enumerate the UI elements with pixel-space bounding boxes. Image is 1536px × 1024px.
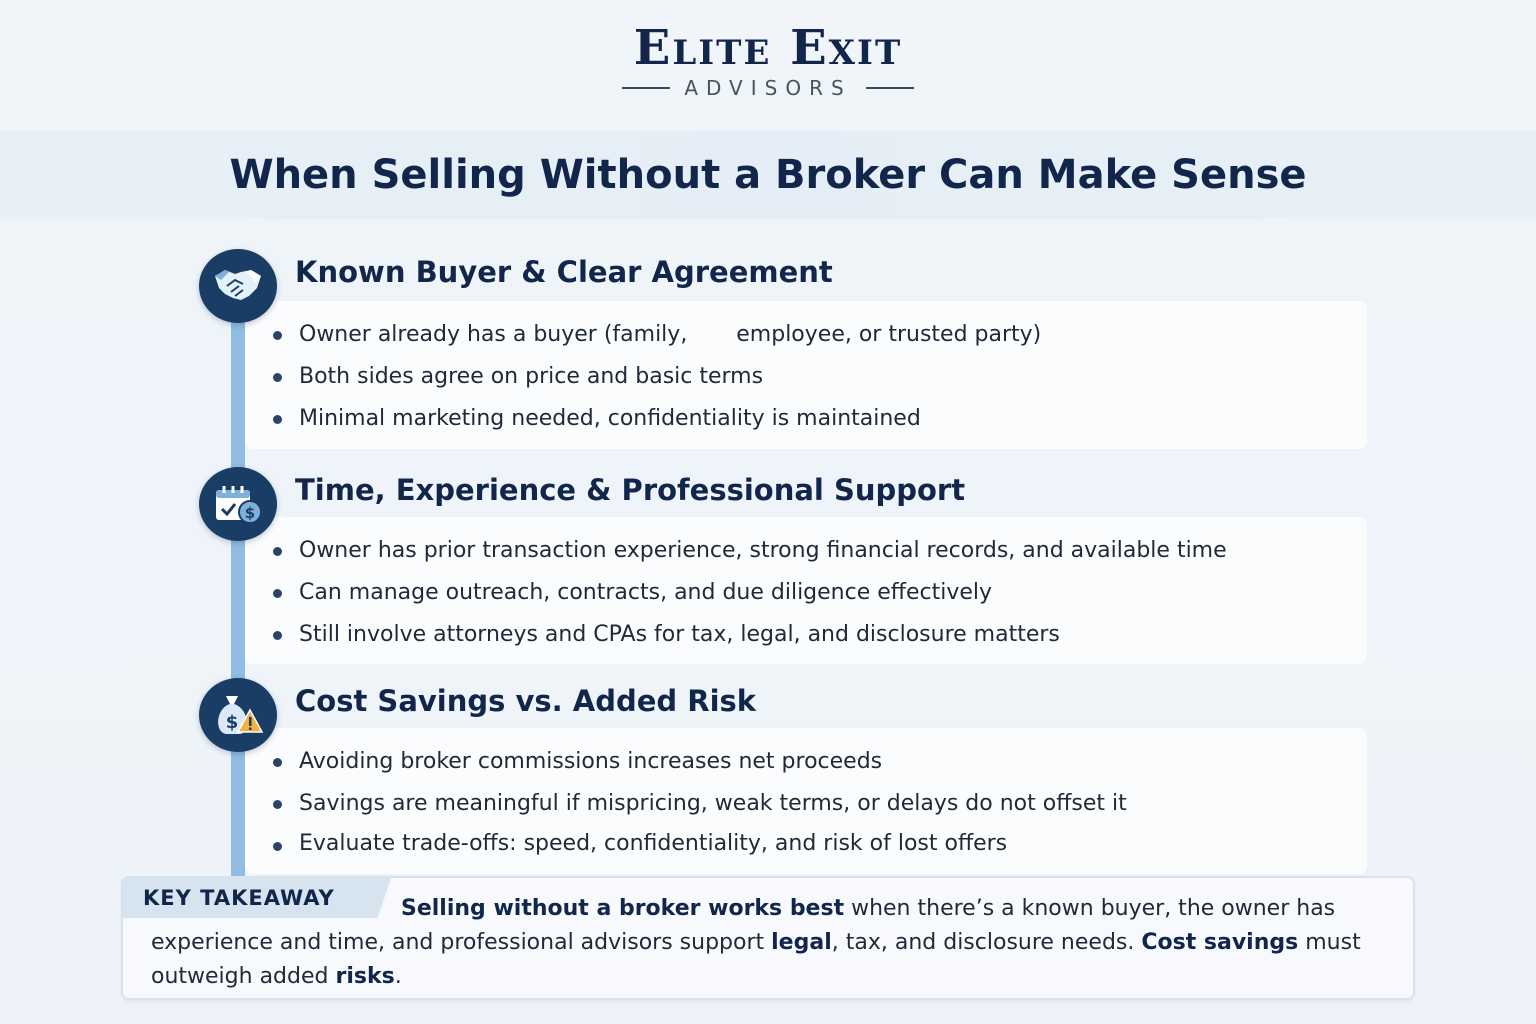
- takeaway-text-part: when there’s a known buyer, the owner ha…: [151, 896, 1336, 955]
- svg-text:$: $: [245, 504, 255, 522]
- logo-main-text: Elite Exit: [633, 20, 903, 76]
- money-bag-warning-icon: $: [199, 678, 277, 752]
- takeaway-bold: Cost savings: [1141, 930, 1299, 955]
- logo-sub-text: ADVISORS: [684, 76, 852, 100]
- section-card: Owner already has a buyer (family, emplo…: [245, 301, 1367, 449]
- key-takeaway-text: Selling without a broker works best when…: [151, 892, 1401, 994]
- handshake-icon: [199, 249, 277, 323]
- takeaway-text-part: .: [394, 964, 402, 989]
- bullet-item: Minimal marketing needed, confidentialit…: [273, 399, 1367, 441]
- title-band: When Selling Without a Broker Can Make S…: [0, 131, 1536, 219]
- svg-text:$: $: [226, 712, 239, 733]
- logo-subtitle: ADVISORS: [0, 76, 1536, 100]
- section-title: Time, Experience & Professional Support: [295, 473, 966, 507]
- takeaway-bold: legal: [771, 930, 832, 955]
- bullet-item: Owner has prior transaction experience, …: [273, 531, 1367, 573]
- key-takeaway-box: KEY TAKEAWAY Selling without a broker wo…: [121, 876, 1415, 1000]
- bullet-item: Evaluate trade-offs: speed, confidential…: [273, 826, 1367, 864]
- section-title: Known Buyer & Clear Agreement: [295, 255, 833, 289]
- bullet-item: Can manage outreach, contracts, and due …: [273, 573, 1367, 615]
- takeaway-text-part: , tax, and disclosure needs.: [831, 930, 1142, 955]
- bullet-item: Both sides agree on price and basic term…: [273, 357, 1367, 399]
- page-title: When Selling Without a Broker Can Make S…: [229, 152, 1307, 198]
- bullet-item: Owner already has a buyer (family, emplo…: [273, 315, 1367, 357]
- takeaway-bold: Selling without a broker works best: [401, 896, 845, 921]
- bullet-item: Savings are meaningful if mispricing, we…: [273, 784, 1367, 826]
- key-takeaway-label: KEY TAKEAWAY: [143, 886, 335, 910]
- takeaway-text-part: must outweigh added: [151, 930, 1361, 989]
- section-card: Avoiding broker commissions increases ne…: [245, 728, 1367, 874]
- key-takeaway-tag: KEY TAKEAWAY: [123, 878, 391, 918]
- divider: [865, 87, 914, 89]
- calendar-dollar-icon: $: [199, 467, 277, 541]
- takeaway-bold: risks: [335, 964, 395, 989]
- bullet-item: Still involve attorneys and CPAs for tax…: [273, 615, 1367, 657]
- section-title: Cost Savings vs. Added Risk: [295, 684, 757, 718]
- divider: [622, 87, 671, 89]
- timeline-line: [231, 300, 245, 880]
- logo: Elite Exit ADVISORS: [0, 22, 1536, 100]
- section-card: Owner has prior transaction experience, …: [245, 517, 1367, 664]
- bullet-item: Avoiding broker commissions increases ne…: [273, 742, 1367, 784]
